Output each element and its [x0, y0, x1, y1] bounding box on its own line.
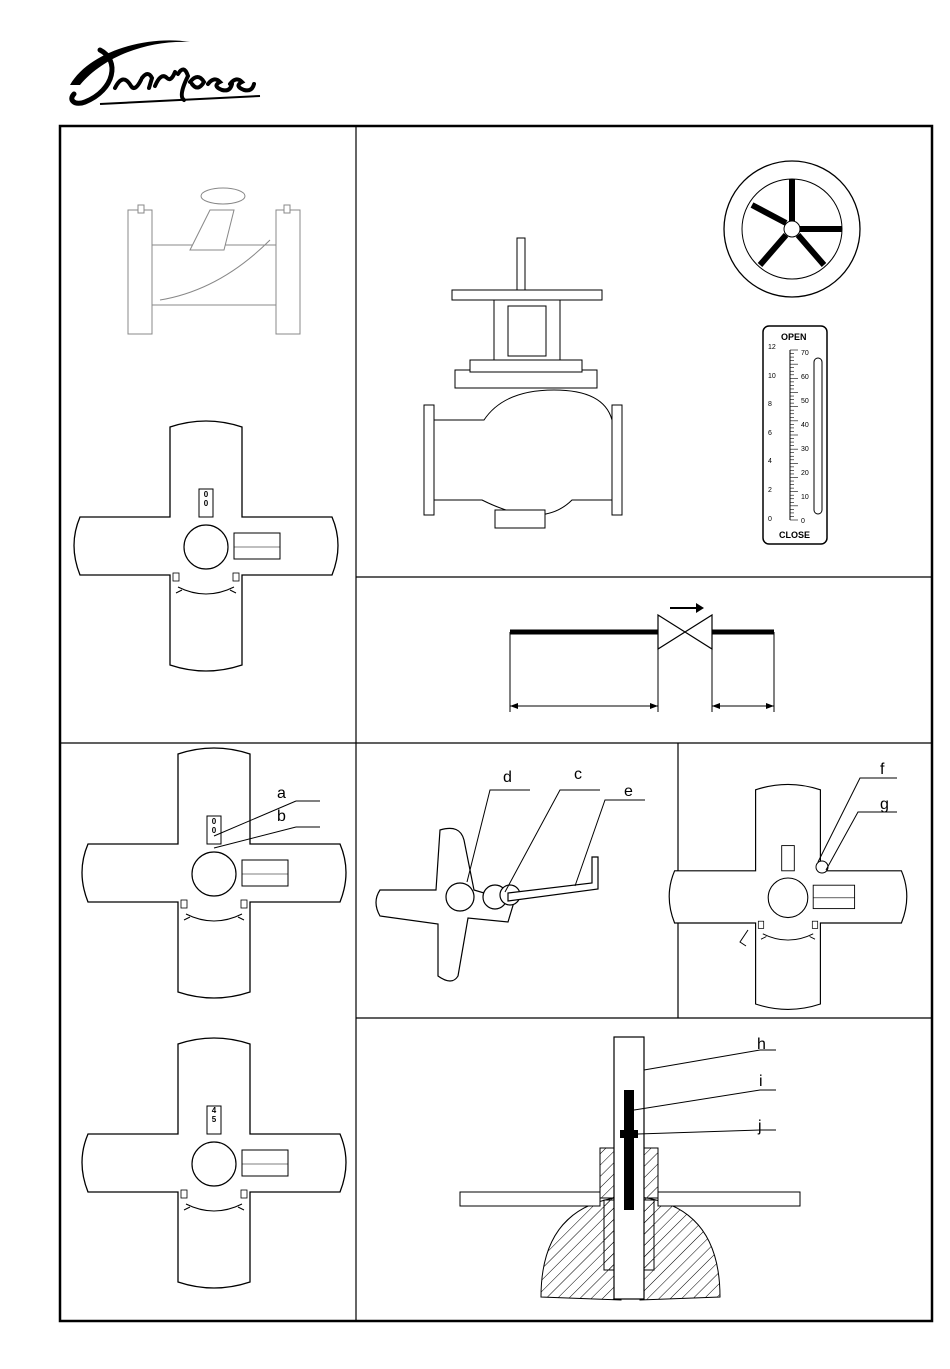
scale-left-tick-label: 10 — [768, 373, 776, 380]
callout-a: a — [277, 786, 286, 802]
callout-c: c — [574, 767, 582, 783]
handwheel-perspective — [376, 828, 598, 981]
pipe-diagram — [510, 603, 774, 712]
counter-digits-1: 0 0 — [200, 490, 212, 508]
counter-digit: 0 — [208, 817, 220, 826]
handwheel-panel-1 — [74, 421, 338, 671]
callout-j: j — [758, 1119, 762, 1135]
scale-right-tick-label: 60 — [801, 374, 809, 381]
scale-right-tick-label: 70 — [801, 350, 809, 357]
scale-left-tick-label: 4 — [768, 458, 772, 465]
callout-i: i — [759, 1074, 763, 1090]
scale-left-tick-label: 0 — [768, 516, 772, 523]
scale-right-tick-label: 30 — [801, 446, 809, 453]
cross-section-view — [460, 1037, 800, 1300]
counter-digit: 0 — [200, 499, 212, 508]
scale-left-tick-label: 6 — [768, 430, 772, 437]
scale-right-tick-label: 10 — [801, 494, 809, 501]
counter-digits-2: 0 0 — [208, 817, 220, 835]
counter-digit: 5 — [208, 1115, 220, 1124]
valve-side-view-large — [424, 238, 622, 528]
handwheel-panel-4b — [82, 1038, 346, 1288]
callout-f: f — [880, 762, 884, 778]
callout-b: b — [277, 809, 286, 825]
callout-d: d — [503, 770, 512, 786]
scale-open-label: OPEN — [781, 332, 807, 342]
counter-digit: 0 — [208, 826, 220, 835]
scale-right-tick-label: 0 — [801, 518, 805, 525]
counter-digit: 0 — [200, 490, 212, 499]
scale-left-tick-label: 12 — [768, 344, 776, 351]
callout-h: h — [757, 1037, 766, 1053]
counter-digit: 4 — [208, 1106, 220, 1115]
valve-side-view-small — [128, 188, 300, 334]
handwheel-panel-6 — [669, 784, 907, 1009]
handwheel-panel-4a — [82, 748, 346, 998]
handwheel-round-view — [724, 161, 860, 297]
counter-digits-3: 4 5 — [208, 1106, 220, 1124]
callout-g: g — [880, 797, 889, 813]
scale-right-tick-label: 20 — [801, 470, 809, 477]
scale-left-tick-label: 2 — [768, 487, 772, 494]
scale-right-tick-label: 50 — [801, 398, 809, 405]
callout-e: e — [624, 784, 633, 800]
scale-right-tick-label: 40 — [801, 422, 809, 429]
scale-left-tick-label: 8 — [768, 401, 772, 408]
scale-close-label: CLOSE — [779, 530, 810, 540]
